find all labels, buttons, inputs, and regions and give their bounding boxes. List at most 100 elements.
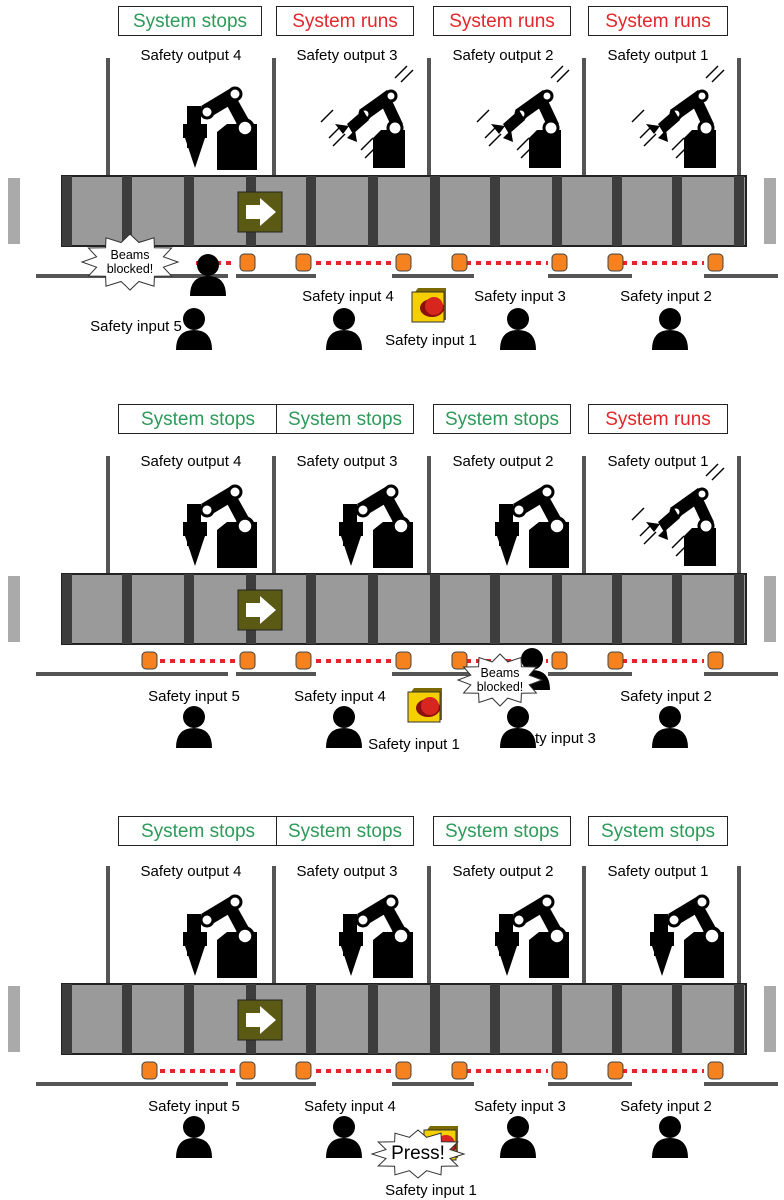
fence-post	[272, 58, 276, 176]
robot-arm-icon	[183, 86, 257, 170]
conveyor-roller	[430, 176, 440, 246]
light-curtain-sensor	[451, 1061, 468, 1080]
scenario-diagram	[8, 866, 778, 1179]
conveyor-roller	[430, 574, 440, 644]
status-box-output-3: System stops	[276, 816, 414, 846]
conveyor-roller	[734, 984, 744, 1054]
conveyor-roller	[184, 984, 194, 1054]
person-icon	[176, 706, 212, 748]
robot-arm-icon	[631, 463, 725, 566]
light-curtain-sensor	[395, 1061, 412, 1080]
robot-arm-icon	[495, 894, 569, 978]
robot-arm-icon	[320, 65, 414, 168]
scenario-diagram	[8, 58, 778, 350]
conveyor-roller	[368, 176, 378, 246]
light-curtain-sensor	[295, 1061, 312, 1080]
status-box-output-1: System runs	[588, 6, 728, 36]
light-curtain-sensor	[707, 1061, 724, 1080]
status-box-output-3: System runs	[276, 6, 414, 36]
conveyor-roller	[122, 984, 132, 1054]
status-box-output-4: System stops	[118, 6, 262, 36]
status-box-output-2: System runs	[433, 6, 571, 36]
person-icon	[652, 308, 688, 350]
safety-input-label-5: Safety input 5	[148, 1098, 240, 1115]
fence-post	[106, 58, 110, 176]
conveyor-roller	[612, 984, 622, 1054]
light-curtain-sensor	[239, 253, 256, 272]
status-box-output-4: System stops	[118, 816, 278, 846]
conveyor-roller	[552, 984, 562, 1054]
robot-arm-icon	[339, 894, 413, 978]
safety-input-label-5: Safety input 5	[148, 688, 240, 705]
conveyor-end-left	[8, 576, 20, 642]
safety-input-label-1: Safety input 1	[368, 736, 460, 753]
light-curtain-sensor	[295, 253, 312, 272]
emergency-stop-icon	[407, 688, 442, 723]
safety-input-label-3: Safety input 3	[504, 730, 596, 747]
safety-input-label-1: Safety input 1	[385, 332, 477, 349]
robot-arm-icon	[650, 894, 724, 978]
robot-arm-icon	[339, 484, 413, 568]
conveyor-end-left	[8, 986, 20, 1052]
conveyor-roller	[672, 984, 682, 1054]
person-icon	[326, 706, 362, 748]
light-curtain-sensor	[239, 651, 256, 670]
person-icon	[500, 706, 536, 748]
light-curtain-sensor	[607, 651, 624, 670]
light-curtain-sensor	[395, 253, 412, 272]
conveyor-roller	[490, 984, 500, 1054]
status-box-output-1: System stops	[588, 816, 728, 846]
fence-post	[737, 456, 741, 574]
conveyor-roller	[306, 176, 316, 246]
conveyor-roller	[184, 176, 194, 246]
status-box-output-3: System stops	[276, 404, 414, 434]
fence-post	[106, 456, 110, 574]
safety-output-label-1: Safety output 1	[607, 47, 709, 64]
person-icon	[500, 308, 536, 350]
safety-output-label-1: Safety output 1	[607, 863, 709, 880]
conveyor-roller	[490, 176, 500, 246]
scenario-panel-1: System stops System runs System runs System…	[0, 0, 784, 380]
conveyor-belt	[61, 983, 747, 1055]
light-curtain-sensor	[551, 1061, 568, 1080]
conveyor-roller	[672, 176, 682, 246]
person-icon	[500, 1116, 536, 1158]
robot-arm-icon	[495, 484, 569, 568]
press-callout: Press!	[391, 1143, 445, 1164]
light-curtain-sensor	[395, 651, 412, 670]
starburst-icon	[456, 653, 544, 707]
person-icon	[326, 308, 362, 350]
safety-input-label-2: Safety input 2	[620, 688, 712, 705]
emergency-stop-icon	[411, 288, 446, 323]
safety-input-label-2: Safety input 2	[620, 288, 712, 305]
status-box-output-2: System stops	[433, 404, 571, 434]
conveyor-roller	[306, 984, 316, 1054]
person-icon	[652, 1116, 688, 1158]
light-curtain-sensor	[707, 651, 724, 670]
light-curtain-sensor	[551, 651, 568, 670]
status-box-output-1: System runs	[588, 404, 728, 434]
safety-output-label-2: Safety output 2	[452, 863, 554, 880]
light-curtain-sensor	[607, 253, 624, 272]
conveyor-roller	[672, 574, 682, 644]
person-icon	[176, 1116, 212, 1158]
safety-input-label-4: Safety input 4	[302, 288, 394, 305]
conveyor-roller	[306, 574, 316, 644]
fence-post	[427, 456, 431, 574]
light-curtain-sensor	[551, 253, 568, 272]
conveyor-roller	[62, 984, 72, 1054]
safety-output-label-3: Safety output 3	[296, 863, 398, 880]
fence-post	[582, 58, 586, 176]
robot-arm-icon	[476, 65, 570, 168]
scenario-diagram	[8, 456, 778, 748]
fence-post	[272, 456, 276, 574]
conveyor-roller	[734, 574, 744, 644]
safety-input-label-3: Safety input 3	[474, 288, 566, 305]
safety-input-label-4: Safety input 4	[304, 1098, 396, 1115]
fence-post	[427, 866, 431, 984]
conveyor-belt	[61, 175, 747, 247]
safety-input-label-2: Safety input 2	[620, 1098, 712, 1115]
safety-input-label-4: Safety input 4	[294, 688, 386, 705]
conveyor-roller	[368, 984, 378, 1054]
fence-post	[582, 866, 586, 984]
